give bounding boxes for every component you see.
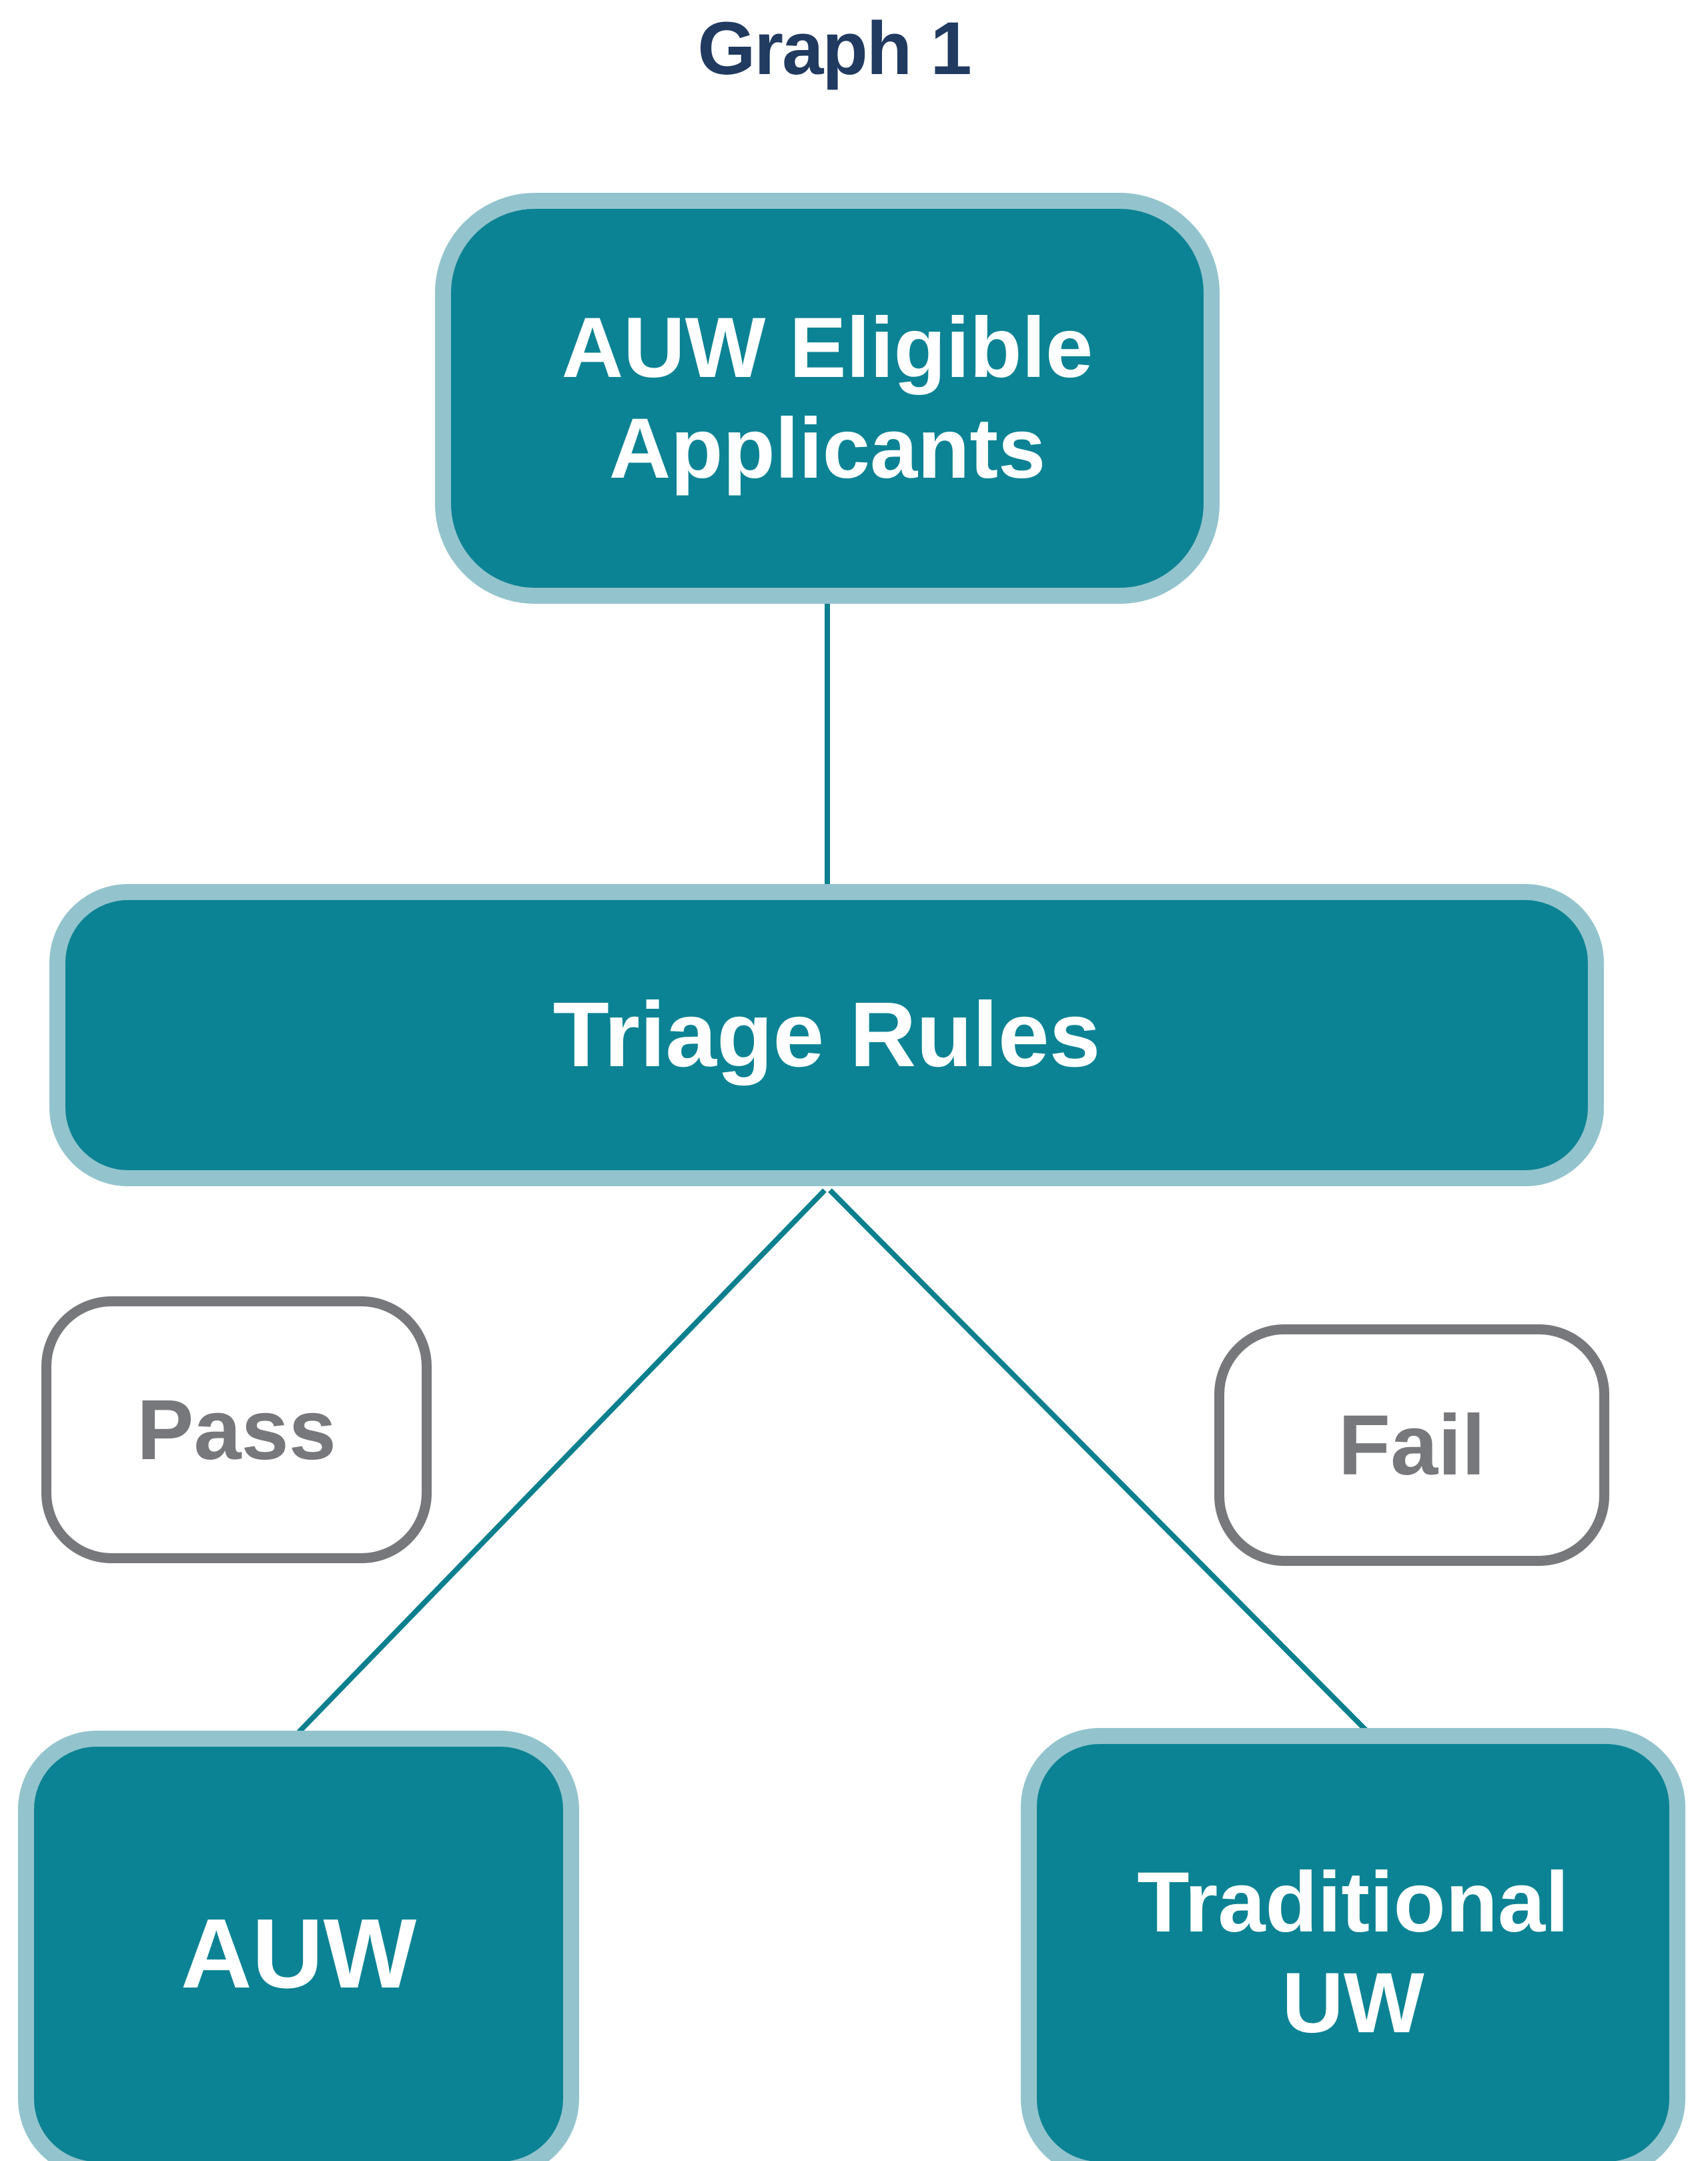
node-auw-eligible-applicants-label-line2: Applicants [608,401,1046,496]
node-traditional-uw-label-line2: UW [1282,1956,1424,2051]
node-auw: AUW [18,1731,579,2161]
node-triage-rules-label: Triage Rules [552,983,1101,1087]
node-auw-eligible-applicants-label-line1: AUW Eligible [561,300,1094,396]
node-auw-label: AUW [180,1898,417,2009]
label-pass: Pass [41,1296,432,1563]
label-fail: Fail [1214,1324,1609,1566]
node-traditional-uw-label-line1: Traditional [1137,1854,1569,1950]
edge-triage-to-auw [297,1188,827,1734]
edge-triage-to-traditional [828,1188,1370,1734]
diagram-title: Graph 1 [697,7,971,90]
node-triage-rules: Triage Rules [49,884,1604,1186]
label-fail-text: Fail [1338,1397,1486,1493]
label-pass-text: Pass [137,1382,336,1478]
node-auw-eligible-applicants: AUW Eligible Applicants [435,193,1220,604]
node-traditional-uw: Traditional UW [1021,1728,1685,2161]
